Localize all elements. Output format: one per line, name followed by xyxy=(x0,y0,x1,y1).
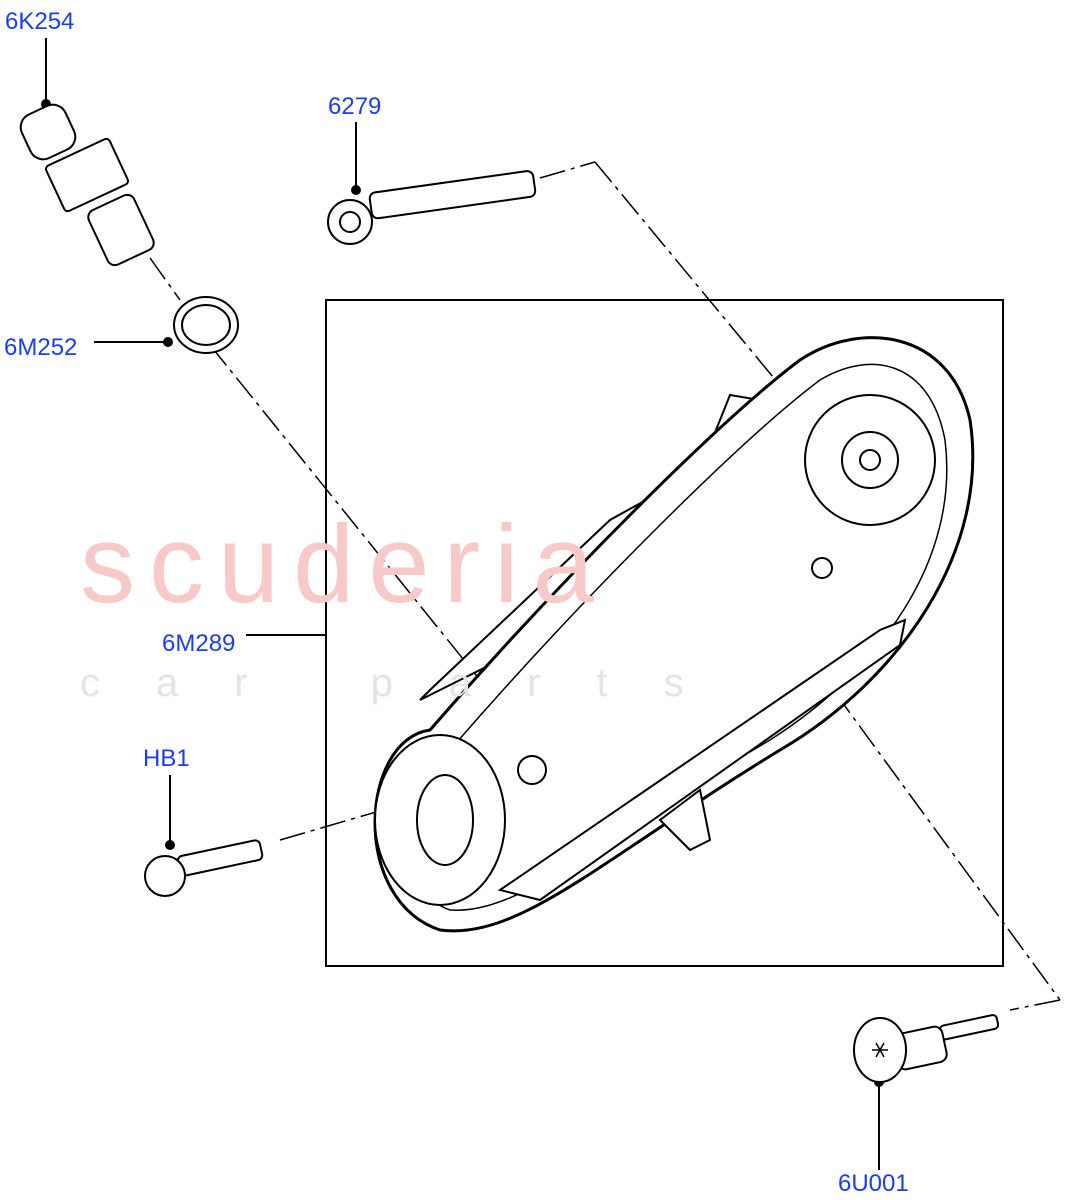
sensor-6K254 xyxy=(19,103,155,267)
bolt-HB1 xyxy=(144,839,264,897)
bolt-6279 xyxy=(327,170,537,245)
timing-chain-assembly xyxy=(373,336,975,933)
bolt-6U001 xyxy=(853,1014,1000,1083)
callout-6M289[interactable]: 6M289 xyxy=(162,630,236,657)
callout-6M252[interactable]: 6M252 xyxy=(4,334,78,361)
callout-6279[interactable]: 6279 xyxy=(328,93,382,120)
kit-frame xyxy=(325,299,1004,967)
callout-6U001[interactable]: 6U001 xyxy=(838,1170,909,1197)
torx-star-icon xyxy=(872,1042,888,1058)
callout-HB1[interactable]: HB1 xyxy=(143,745,190,772)
callout-6K254[interactable]: 6K254 xyxy=(5,8,75,35)
washer-inner-edge xyxy=(181,304,231,346)
